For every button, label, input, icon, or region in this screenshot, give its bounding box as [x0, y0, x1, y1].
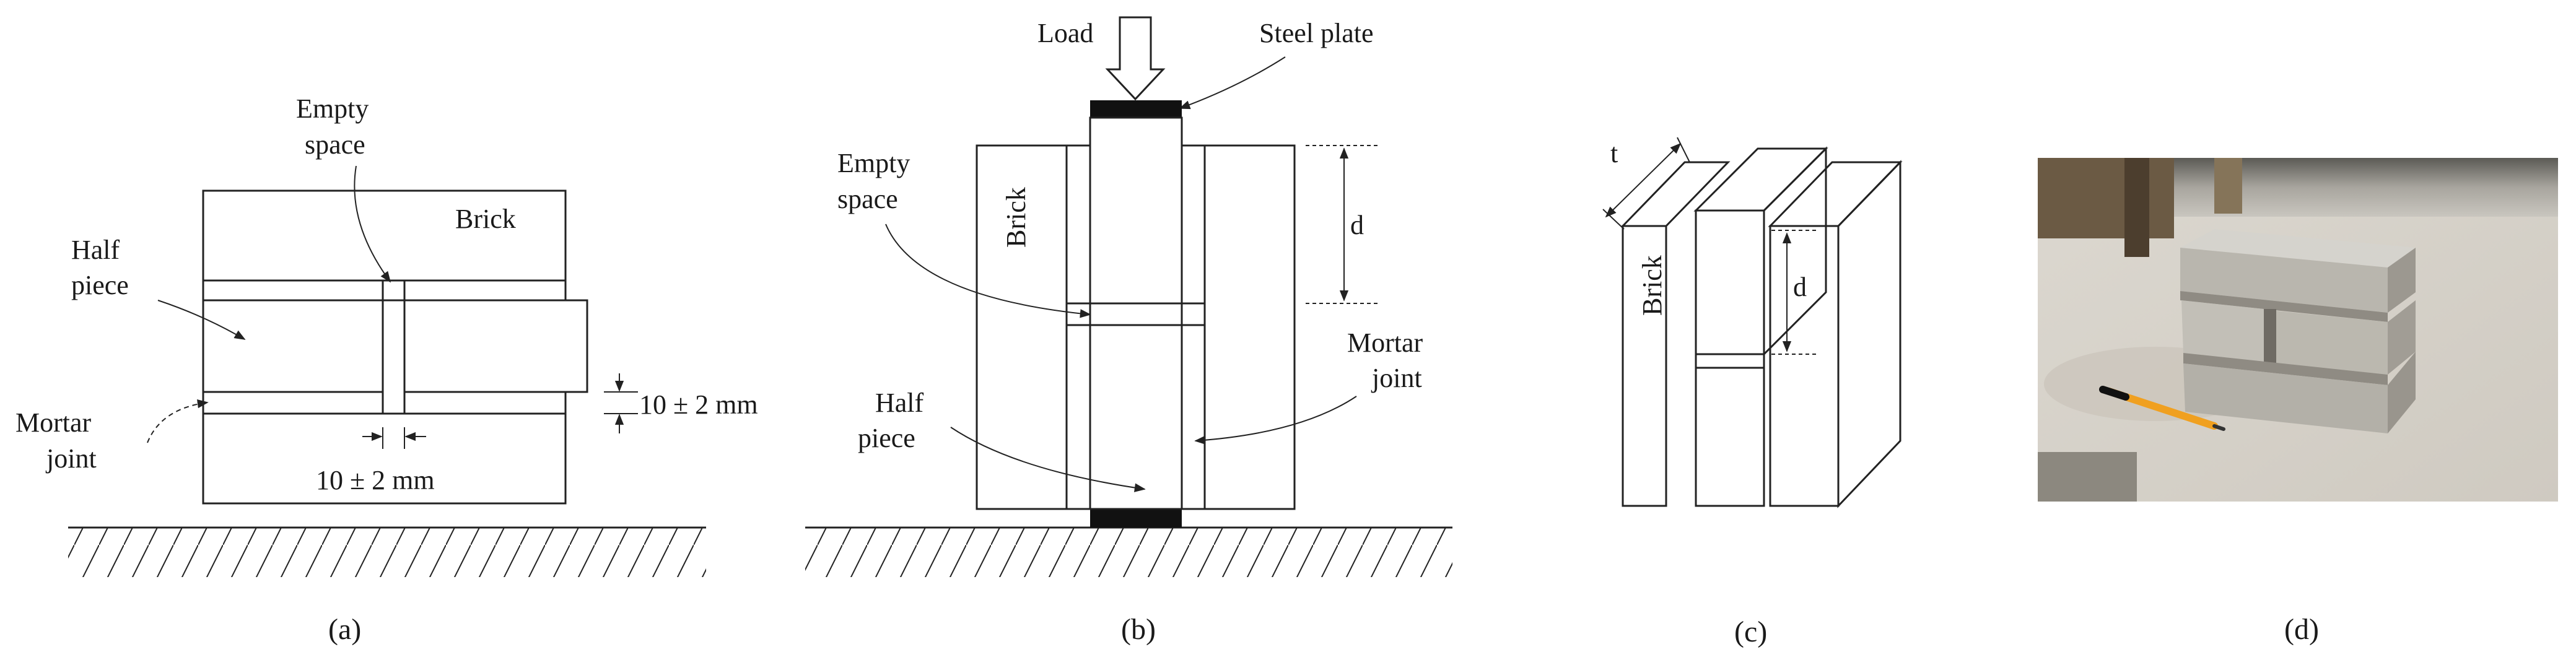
mortar-joint-leader [147, 399, 209, 443]
half-lower-front-c [1695, 367, 1765, 507]
half-upper-front-c [1695, 209, 1765, 355]
half-piece-leader [157, 300, 246, 340]
brick-right [1203, 144, 1296, 510]
half-piece-lower [1089, 324, 1183, 510]
caption-b: (b) [1121, 613, 1156, 646]
caption-c: (c) [1734, 615, 1767, 648]
mortar-joint-label-2: joint [45, 443, 97, 474]
specimen-half-left [2181, 300, 2264, 362]
specimen-gap [2264, 309, 2276, 363]
specimen-bottom-front [2183, 363, 2388, 433]
specimen-top-face [2180, 229, 2416, 267]
half-piece-leader-b [950, 427, 1146, 492]
ground-hatch [68, 528, 706, 577]
caption-d: (d) [2284, 613, 2319, 646]
brick-label-c: Brick [1637, 255, 1667, 316]
ground-hatch-b [805, 528, 1452, 577]
specimen-top-side [2388, 248, 2416, 313]
panel-c: Brick t d (c) [1602, 137, 1903, 648]
mortar-joint-upper [202, 279, 567, 302]
empty-space-label-1: Empty [296, 93, 369, 124]
half-piece-upper [1089, 116, 1183, 305]
load-label: Load [1037, 18, 1093, 48]
half-piece-label-2: piece [71, 270, 129, 300]
mortar-right [1181, 144, 1206, 510]
panel-b: Load Steel plate Brick Empty space Morta… [805, 16, 1452, 646]
photo-dark-corner [2038, 452, 2137, 502]
mortar-joint-lower-right [403, 391, 567, 415]
photo-bench-leg [2124, 158, 2149, 257]
mortar-joint-label-1: Mortar [15, 407, 92, 438]
photo-bench [2038, 158, 2174, 238]
specimen-half-right-side [2388, 300, 2416, 375]
empty-space-label-b-1: Empty [837, 148, 910, 178]
empty-space-label-2: space [305, 129, 365, 160]
brick-label-b: Brick [1001, 187, 1031, 248]
panel-a: Brick Empty space Half piece Mortar join… [15, 93, 758, 646]
panel-d-photo: (d) [2038, 158, 2558, 646]
dim-t-arrow [1605, 142, 1682, 218]
brick-label: Brick [455, 204, 516, 234]
specimen-half-right [2276, 311, 2388, 375]
brick-right-top-c [1768, 161, 1903, 227]
mortar-left [1065, 144, 1091, 510]
specimen-mortar-1 [2180, 291, 2388, 322]
steel-plate-top [1090, 100, 1182, 118]
bottom-brick [202, 412, 567, 505]
mortar-joint-label-b-1: Mortar [1347, 328, 1423, 358]
steel-plate-leader [1179, 56, 1286, 110]
gap-shadow-c [1695, 353, 1765, 369]
mortar-joint-lower [202, 391, 384, 415]
brick-right-side-c [1837, 160, 1901, 508]
pencil-tip [2212, 424, 2225, 431]
pencil-cap [2099, 386, 2129, 401]
half-piece-left [202, 299, 384, 393]
dim-t-ext-1 [1602, 209, 1625, 230]
load-arrow [1105, 16, 1166, 101]
empty-space-leader-b [885, 224, 1091, 318]
dim-d-label-b: d [1350, 210, 1364, 240]
steel-plate-bottom [1090, 509, 1182, 528]
mortar-joint-leader-b [1194, 396, 1357, 445]
dim-joint-label: 10 ± 2 mm [639, 389, 758, 420]
half-top-c [1693, 147, 1828, 212]
dim-t-ext-2 [1677, 137, 1690, 163]
half-piece-label-b-2: piece [858, 423, 915, 453]
mortar-joint-label-b-2: joint [1371, 363, 1422, 393]
empty-space-leader [354, 165, 391, 283]
brick-right-front-c [1769, 225, 1840, 507]
specimen-mortar-2 [2183, 353, 2388, 385]
half-piece-right [403, 299, 588, 393]
brick-left-front-c [1622, 225, 1667, 507]
dim-gap-label: 10 ± 2 mm [316, 465, 435, 495]
empty-space-label-b-2: space [837, 184, 898, 214]
dim-d-label-c: d [1793, 272, 1807, 302]
steel-plate-label: Steel plate [1259, 18, 1374, 48]
half-piece-label-b-1: Half [875, 388, 924, 418]
dim-t-label: t [1610, 138, 1618, 168]
half-piece-label-1: Half [71, 235, 120, 265]
specimen-bottom-side [2388, 352, 2416, 433]
caption-a: (a) [328, 613, 361, 646]
photo-post [2214, 158, 2242, 214]
